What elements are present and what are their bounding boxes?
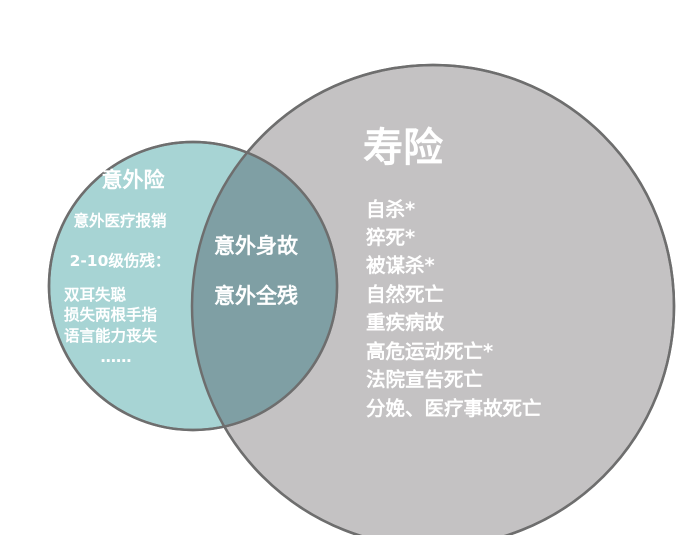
overlap-item: 意外全残 <box>214 284 298 308</box>
life-item: 分娩、医疗事故死亡 <box>366 397 542 420</box>
life-insurance-title: 寿险 <box>363 125 444 171</box>
life-item: 法院宣告死亡 <box>366 368 483 391</box>
life-item: 自杀* <box>366 198 415 221</box>
life-item: 被谋杀* <box>366 254 435 277</box>
life-item: 重疾病故 <box>366 311 445 334</box>
life-item: 自然死亡 <box>366 283 444 306</box>
accident-item: 意外医疗报销 <box>73 211 167 230</box>
accident-item: 语言能力丧失 <box>64 326 158 345</box>
overlap-item: 意外身故 <box>214 234 299 258</box>
accident-item: …… <box>101 348 132 366</box>
accident-item: 损失两根手指 <box>64 305 158 324</box>
life-item: 高危运动死亡* <box>366 340 493 363</box>
accident-item: 2-10级伤残： <box>70 251 171 270</box>
accident-insurance-title: 意外险 <box>102 168 166 192</box>
accident-insurance-outline <box>47 140 339 432</box>
life-item: 猝死* <box>365 226 415 249</box>
life-insurance-outline <box>190 63 676 535</box>
accident-item: 双耳失聪 <box>64 285 127 304</box>
